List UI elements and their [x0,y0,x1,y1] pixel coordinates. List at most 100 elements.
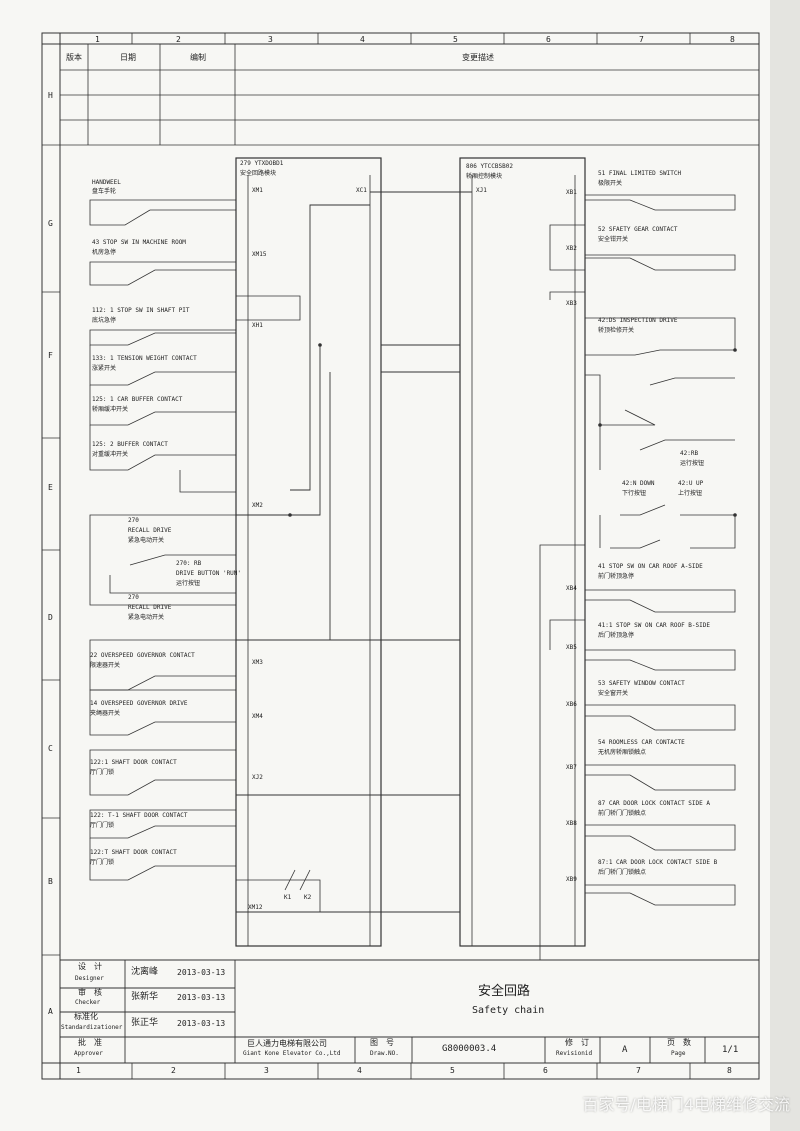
module2-title-cn: 轿厢控制模块 [466,173,503,180]
recall2-code: 270 [128,594,139,601]
company-en: Giant Kone Elevator Co.,Ltd [243,1050,341,1057]
col-label-1: 1 [95,35,100,44]
checker-en: Checker [75,999,101,1006]
checker-date: 2013-03-13 [177,993,226,1002]
right-port-xb6: XB6 [566,701,577,708]
page-cn: 页 数 [667,1038,691,1047]
stop-a-label: 41 STOP SW ON CAR ROOF A-SIDE [598,563,703,570]
door-b-label: 87:1 CAR DOOR LOCK CONTACT SIDE B [598,859,718,866]
right-port-xb2: XB2 [566,245,577,252]
recall-label: RECALL DRIVE [128,527,172,534]
sd1-label: 122:1 SHAFT DOOR CONTACT [90,759,177,766]
module2-port-xj1: XJ1 [476,187,487,194]
module1-title: 279 YTXDOBD1 [240,160,284,167]
recall-code: 270 [128,517,139,524]
sd2-label: 122: T-1 SHAFT DOOR CONTACT [90,812,188,819]
checker-cn: 审 核 [78,988,102,997]
col-label-6-bottom: 6 [543,1066,548,1075]
final-limit-label: 51 FINAL LIMITED SWITCH [598,170,682,177]
drawno-cn: 图 号 [370,1038,394,1047]
right-port-xb1: XB1 [566,189,577,196]
drawing-title-cn: 安全回路 [478,984,531,999]
ovs-gov-label: 22 OVERSPEED GOVERNOR CONTACT [90,652,195,659]
rb-label-cn: 运行按钮 [176,580,201,587]
handwheel-label-cn: 盘车手轮 [92,188,117,195]
page-value: 1/1 [722,1045,739,1055]
ovs-drive-label: 14 OVERSPEED GOVERNOR DRIVE [90,700,188,707]
watermark: 百家号/电梯门4电梯维修交流 [582,1095,790,1114]
module1-port-xj2: XJ2 [252,774,263,781]
col-label-3: 3 [268,35,273,44]
page-en: Page [671,1050,686,1057]
col-label-7-bottom: 7 [636,1066,641,1075]
rev-version-header: 版本 [66,53,82,62]
sd3-label-cn: 厅门门锁 [90,859,115,866]
car-buffer-label-cn: 轿厢缓冲开关 [92,406,129,413]
door-a-label-cn: 前门轿门门锁触点 [598,810,647,817]
up-button-label: 42:U UP [678,480,704,487]
company-cn: 巨人通力电梯有限公司 [247,1039,327,1048]
std-en: Standardizationer [61,1024,123,1031]
checker-name: 张新华 [131,992,159,1002]
row-label-F: F [48,351,53,360]
row-label-B: B [48,877,53,886]
col-label-8: 8 [730,35,735,44]
machine-stop-label: 43 STOP SW IN MACHINE ROOM [92,239,186,246]
col-label-2-bottom: 2 [171,1066,176,1075]
rev-editor-header: 编制 [190,53,206,62]
inspection-label: 42:DS INSPECTION DRIVE [598,317,678,324]
row-label-C: C [48,744,53,753]
recall2-label: RECALL DRIVE [128,604,172,611]
safety-gear-label-cn: 安全钳开关 [598,236,629,243]
module1-port-xm15: XM15 [252,251,267,258]
door-b-label-cn: 后门轿门门锁触点 [598,869,647,876]
col-label-8-bottom: 8 [727,1066,732,1075]
final-limit-label-cn: 极限开关 [598,180,623,187]
window-label: 53 SAFETY WINDOW CONTACT [598,680,685,687]
right-port-xb9: XB9 [566,876,577,883]
std-name: 张正华 [131,1018,159,1028]
module1-port-xm4: XM4 [252,713,263,720]
stop-b-label: 41:1 STOP SW ON CAR ROOF B-SIDE [598,622,710,629]
designer-date: 2013-03-13 [177,968,226,977]
machine-stop-label-cn: 机房急停 [92,249,117,256]
col-label-5: 5 [453,35,458,44]
pit-stop-label: 112: 1 STOP SW IN SHAFT PIT [92,307,190,314]
module2-title: 806 YTCCBSB02 [466,163,513,170]
ovs-gov-label-cn: 限速器开关 [90,662,121,669]
right-port-xb4: XB4 [566,585,577,592]
rb-label-1: 270: RB [176,560,202,567]
tension-label-cn: 涨紧开关 [92,365,117,372]
recall-label-cn: 紧急电动开关 [128,537,165,544]
right-port-xb7: XB7 [566,764,577,771]
approver-cn: 批 准 [78,1038,102,1047]
module1-title-cn: 安全回路模块 [240,170,277,177]
designer-cn: 设 计 [78,962,102,971]
row-label-H: H [48,91,53,100]
relay-k2: K2 [304,894,312,901]
right-port-xb8: XB8 [566,820,577,827]
revision-value: A [622,1045,628,1055]
rev-date-header: 日期 [120,53,136,62]
rev-cn: 修 订 [565,1038,589,1047]
right-port-xb3: XB3 [566,300,577,307]
module1-port-xm1: XM1 [252,187,263,194]
std-date: 2013-03-13 [177,1019,226,1028]
col-label-4-bottom: 4 [357,1066,362,1075]
row-label-E: E [48,483,53,492]
ovs-drive-label-cn: 夹绳器开关 [90,710,121,717]
cw-buffer-label-cn: 对重缓冲开关 [92,451,129,458]
col-label-6: 6 [546,35,551,44]
handwheel-label: HANDWEEL [92,179,121,186]
col-label-5-bottom: 5 [450,1066,455,1075]
run-button-label-cn: 运行按钮 [680,460,705,467]
designer-name: 沈离峰 [131,967,159,977]
col-label-2: 2 [176,35,181,44]
drawing-title-en: Safety chain [472,1005,545,1016]
module1-port-xc1: XC1 [356,187,367,194]
down-button-label-cn: 下行按钮 [622,490,647,497]
cw-buffer-label: 125: 2 BUFFER CONTACT [92,441,168,448]
sd2-label-cn: 厅门门锁 [90,822,115,829]
car-buffer-label: 125: 1 CAR BUFFER CONTACT [92,396,183,403]
